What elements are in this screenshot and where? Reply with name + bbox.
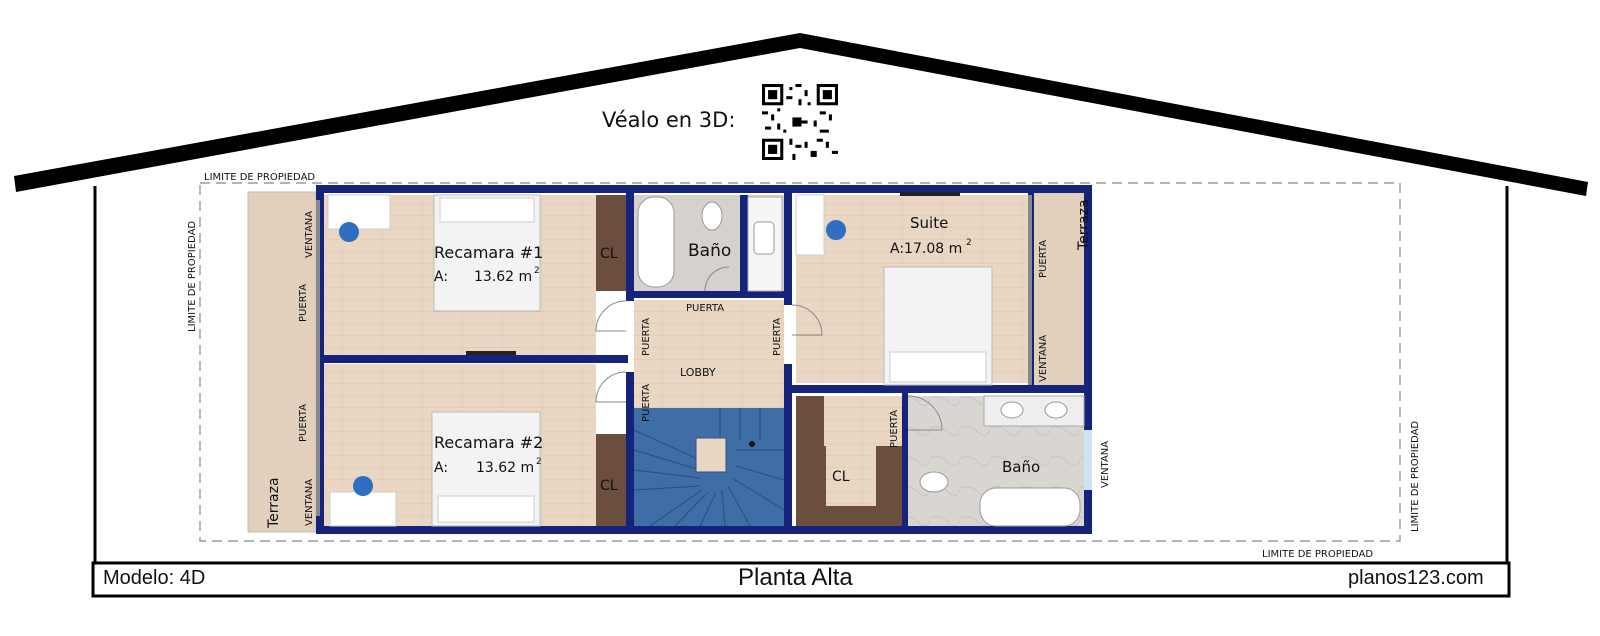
room-name-bedroom2: Recamara #2	[434, 433, 543, 452]
closet-3	[796, 396, 824, 526]
tag-ventana-2: VENTANA	[304, 479, 315, 526]
stair-landing	[695, 437, 727, 473]
closet-3-inner	[826, 446, 876, 506]
tag-puerta-5: PUERTA	[772, 318, 783, 356]
terrace-right	[1032, 192, 1088, 388]
property-label-right: LIMITE DE PROPIEDAD	[1410, 421, 1421, 532]
tag-puerta-2: PUERTA	[298, 404, 309, 442]
property-label-bottom: LIMITE DE PROPIEDAD	[1262, 549, 1373, 560]
room-name-lobby: LOBBY	[680, 366, 716, 379]
bathtub-suite	[979, 487, 1081, 527]
bed-2-pillows	[437, 495, 535, 523]
tag-puerta-3: PUERTA	[641, 318, 652, 356]
glass-right	[1028, 195, 1032, 385]
tag-puerta-7: PUERTA	[1038, 240, 1049, 278]
toilet-suite	[919, 471, 949, 493]
room-area-bedroom1: 13.62 m	[474, 269, 532, 285]
room-name-bath-suite: Baño	[1002, 458, 1040, 476]
bed-suite-pillows	[889, 351, 987, 383]
desk-suite	[795, 194, 825, 256]
room-area-prefix-1: A:	[434, 269, 448, 285]
tag-ventana-1: VENTANA	[304, 211, 315, 258]
window-suite-bath	[1084, 430, 1092, 490]
qr-code-icon[interactable]	[762, 84, 838, 160]
tag-puerta-6: PUERTA	[889, 410, 900, 448]
room-area-bedroom2: 13.62 m	[476, 460, 534, 476]
footer-title: Planta Alta	[738, 564, 853, 591]
room-name-bath-top: Baño	[688, 241, 731, 261]
closet-1	[596, 195, 626, 291]
footer-box	[91, 561, 1511, 598]
closet-label-3: CL	[832, 469, 850, 485]
desk-1	[327, 194, 391, 230]
tag-ventana-3: VENTANA	[1038, 335, 1049, 382]
footer-model: Modelo: 4D	[103, 567, 206, 589]
room-name-bedroom1: Recamara #1	[434, 243, 543, 262]
property-label-left: LIMITE DE PROPIEDAD	[187, 221, 198, 332]
tag-puerta-1: PUERTA	[298, 284, 309, 322]
property-limit	[199, 182, 1401, 542]
closet-2	[596, 434, 626, 526]
closet-label-2: CL	[600, 478, 618, 494]
lobby-floor	[634, 300, 784, 408]
chair-2	[353, 476, 373, 496]
room-area-sup-2: 2	[536, 457, 542, 467]
stair-lines	[633, 408, 785, 527]
room-area-prefix-2: A:	[434, 460, 448, 476]
closet-label-1: CL	[600, 246, 618, 262]
bath-counter	[983, 395, 1085, 427]
tag-ventana-4: VENTANA	[1100, 441, 1111, 488]
terrace-label-right: Terraza	[1076, 199, 1092, 251]
tv-1	[466, 351, 516, 355]
tag-puerta-4: PUERTA	[641, 384, 652, 422]
bathtub-top	[637, 196, 675, 288]
glass-left	[316, 200, 320, 516]
desk-2	[329, 491, 397, 527]
bed-1-pillows	[439, 197, 535, 223]
sink-top	[753, 221, 775, 255]
room-area-sup-suite: 2	[966, 238, 972, 248]
terrace-label-left: Terraza	[266, 477, 282, 529]
property-label-top: LIMITE DE PROPIEDAD	[204, 172, 315, 183]
stair-marker	[749, 441, 755, 447]
qr-label: Véalo en 3D:	[602, 108, 736, 132]
chair-suite	[826, 220, 846, 240]
footer-site[interactable]: planos123.com	[1348, 567, 1484, 589]
room-area-sup-1: 2	[534, 266, 540, 276]
terrace-left	[247, 191, 317, 533]
room-area-suite: A:17.08 m	[890, 241, 962, 257]
sink-a	[1000, 401, 1024, 419]
room-name-suite: Suite	[910, 214, 948, 232]
tv-suite	[900, 192, 960, 196]
toilet-top	[701, 201, 723, 231]
sink-b	[1044, 401, 1068, 419]
door-swings	[595, 266, 943, 431]
chair-1	[339, 222, 359, 242]
tag-puerta-lobby: PUERTA	[686, 303, 724, 314]
